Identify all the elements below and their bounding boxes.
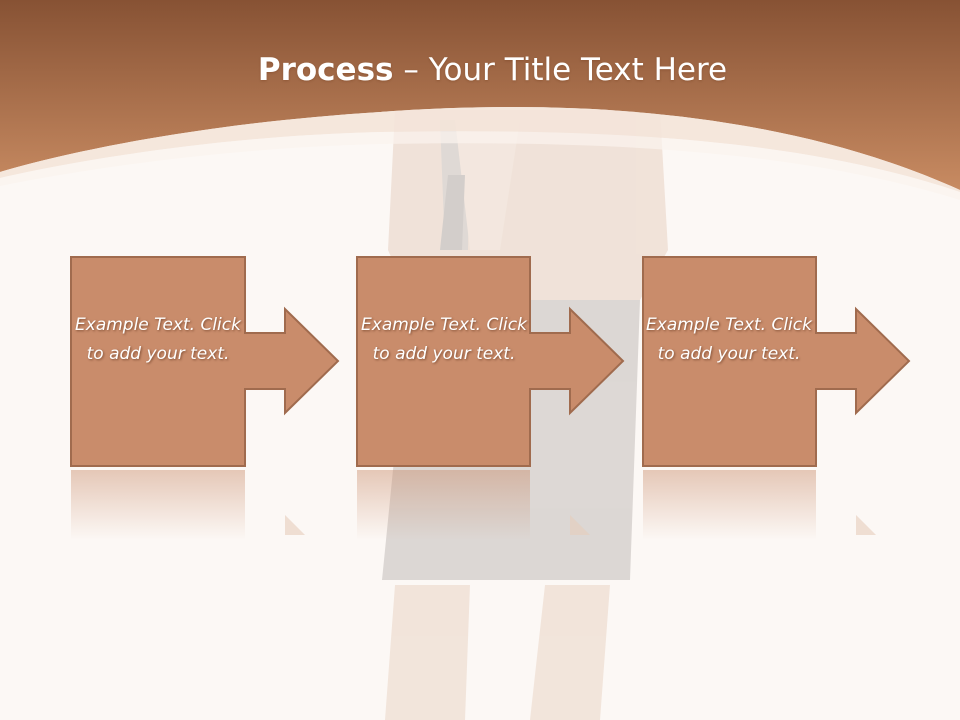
step-3-text[interactable]: Example Text. Click to add your text. bbox=[646, 315, 812, 364]
step-2-text[interactable]: Example Text. Click to add your text. bbox=[361, 315, 527, 364]
slide-title[interactable]: Process – Your Title Text Here bbox=[0, 52, 960, 88]
header-band bbox=[0, 0, 960, 190]
step-shape-2[interactable] bbox=[356, 256, 625, 467]
title-separator: – bbox=[393, 52, 429, 88]
step-shape-3[interactable] bbox=[642, 256, 911, 467]
title-rest: Your Title Text Here bbox=[428, 52, 728, 88]
step-1-text[interactable]: Example Text. Click to add your text. bbox=[75, 315, 241, 364]
reflections bbox=[71, 470, 876, 540]
title-bold: Process bbox=[257, 52, 394, 88]
header-wave bbox=[0, 107, 960, 192]
step-shape-1[interactable] bbox=[70, 256, 340, 467]
